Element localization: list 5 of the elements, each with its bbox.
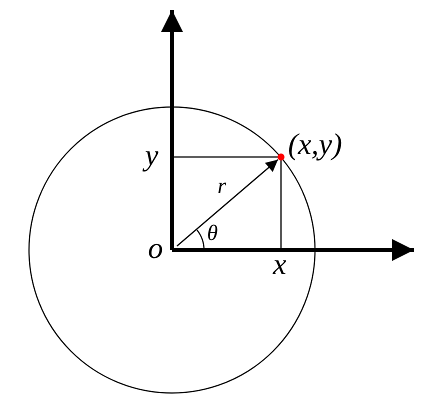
point-label: (x,y) bbox=[288, 130, 342, 160]
axis-label: x bbox=[273, 250, 286, 280]
origin-label: o bbox=[148, 234, 163, 264]
axis-label: y bbox=[145, 141, 158, 171]
angle-label: θ bbox=[207, 222, 218, 244]
